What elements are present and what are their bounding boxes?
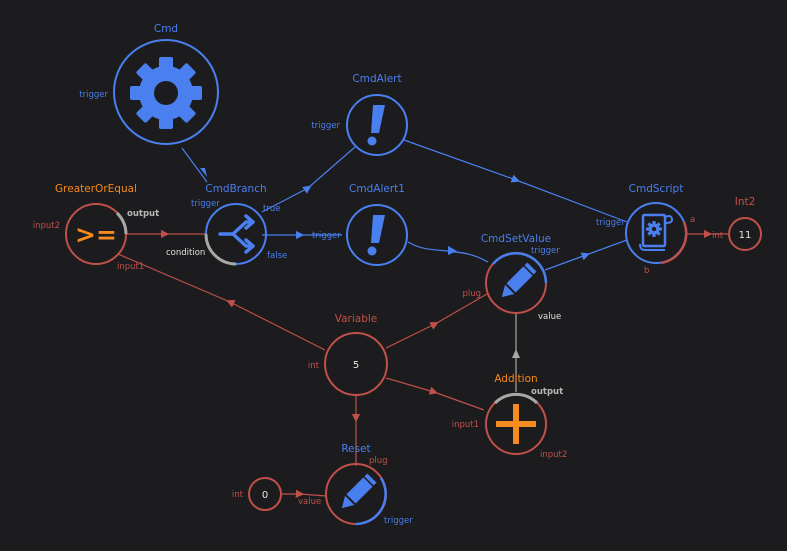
port-input1-label: input1 bbox=[117, 262, 144, 272]
port-false-label: false bbox=[267, 251, 287, 261]
link-cmd-to-branch[interactable] bbox=[181, 147, 208, 183]
node-title: CmdScript bbox=[629, 183, 684, 195]
node-cmd-alert1[interactable]: CmdAlert1 trigger bbox=[312, 183, 408, 266]
link-alert1-to-setvalue[interactable] bbox=[407, 241, 489, 263]
port-trigger-label: trigger bbox=[596, 218, 625, 228]
port-output-label: output bbox=[127, 209, 159, 219]
node-cmd[interactable]: Cmd trigger bbox=[79, 23, 219, 145]
port-trigger-label: trigger bbox=[312, 231, 341, 241]
exclamation-icon bbox=[367, 105, 385, 146]
node-title: Variable bbox=[335, 313, 378, 325]
port-input2-label: input2 bbox=[33, 221, 60, 231]
link-variable-to-addition[interactable] bbox=[385, 377, 485, 411]
port-plug-label: plug bbox=[369, 456, 388, 466]
node-cmd-set-value[interactable]: CmdSetValue trigger plug value bbox=[462, 233, 561, 322]
port-a-label: a bbox=[690, 215, 695, 225]
port-trigger-label: trigger bbox=[531, 246, 560, 256]
node-greater-or-equal[interactable]: GreaterOrEqual >= input2 input1 output bbox=[33, 183, 159, 272]
port-plug-label: plug bbox=[462, 289, 481, 299]
port-condition-label: condition bbox=[166, 248, 205, 258]
link-alert-to-script[interactable] bbox=[403, 139, 628, 223]
port-value-label: value bbox=[298, 497, 321, 507]
port-true-label: true bbox=[263, 204, 280, 214]
exclamation-icon bbox=[367, 215, 385, 256]
node-title: CmdAlert bbox=[352, 73, 401, 85]
node-title: CmdSetValue bbox=[481, 233, 551, 245]
port-trigger-label: trigger bbox=[191, 199, 220, 209]
port-input2-label: input2 bbox=[540, 450, 567, 460]
node-title: Cmd bbox=[154, 23, 178, 35]
port-trigger-label: trigger bbox=[79, 90, 108, 100]
port-int-label: int bbox=[232, 490, 244, 500]
node-cmd-script[interactable]: CmdScript trigger a b bbox=[596, 183, 695, 276]
link-int-to-reset-value[interactable] bbox=[282, 489, 327, 499]
link-setvalue-to-script[interactable] bbox=[544, 239, 628, 271]
node-ring bbox=[728, 217, 762, 251]
node-ring bbox=[324, 332, 388, 396]
command-arc bbox=[492, 252, 548, 284]
node-title: Int2 bbox=[735, 196, 756, 208]
node-value: 5 bbox=[353, 360, 359, 371]
node-value: 0 bbox=[262, 490, 268, 501]
node-title: Reset bbox=[341, 443, 370, 455]
arrow-head bbox=[448, 246, 457, 255]
link-branch-true-to-alert[interactable] bbox=[261, 146, 356, 213]
port-output-label: output bbox=[531, 387, 563, 397]
output-arc bbox=[115, 211, 128, 235]
node-reset[interactable]: Reset plug value trigger bbox=[298, 443, 413, 526]
pencil-icon bbox=[341, 473, 377, 509]
node-value: 11 bbox=[739, 230, 752, 241]
node-cmd-branch[interactable]: CmdBranch trigger true false condition bbox=[166, 183, 287, 266]
port-value-label: value bbox=[538, 312, 561, 322]
branch-icon bbox=[218, 214, 255, 254]
node-addition[interactable]: Addition output input1 input2 bbox=[452, 373, 568, 460]
output-arc bbox=[493, 392, 539, 405]
connections bbox=[117, 139, 728, 499]
port-trigger-label: trigger bbox=[311, 121, 340, 131]
node-int-constant[interactable]: 0 int bbox=[232, 477, 282, 511]
node-ring bbox=[113, 39, 219, 145]
node-title: CmdAlert1 bbox=[349, 183, 405, 195]
pencil-icon bbox=[501, 262, 537, 298]
node-ring bbox=[346, 204, 408, 266]
script-icon bbox=[639, 213, 674, 251]
link-variable-to-setvalue-plug[interactable] bbox=[385, 293, 488, 349]
greater-or-equal-icon: >= bbox=[75, 220, 117, 249]
node-title: Addition bbox=[494, 373, 537, 385]
node-title: GreaterOrEqual bbox=[55, 183, 137, 195]
node-ring bbox=[248, 477, 282, 511]
command-arc bbox=[355, 477, 387, 526]
port-trigger-label: trigger bbox=[384, 516, 413, 526]
port-b-label: b bbox=[644, 266, 649, 276]
node-ring bbox=[346, 94, 408, 156]
plus-icon bbox=[496, 404, 536, 444]
arrow-head bbox=[200, 168, 207, 177]
node-int2[interactable]: Int2 11 int bbox=[712, 196, 762, 251]
node-title: CmdBranch bbox=[205, 183, 266, 195]
output-arc bbox=[660, 221, 688, 265]
port-int-label: int bbox=[308, 361, 320, 371]
condition-arc bbox=[204, 233, 237, 266]
port-int-label: int bbox=[712, 231, 724, 241]
node-variable[interactable]: Variable 5 int bbox=[308, 313, 388, 396]
port-input1-label: input1 bbox=[452, 420, 479, 430]
link-variable-to-ge-input1[interactable] bbox=[117, 253, 326, 351]
node-cmd-alert[interactable]: CmdAlert trigger bbox=[311, 73, 408, 156]
arrow-head bbox=[512, 349, 520, 358]
gear-icon bbox=[130, 57, 202, 129]
